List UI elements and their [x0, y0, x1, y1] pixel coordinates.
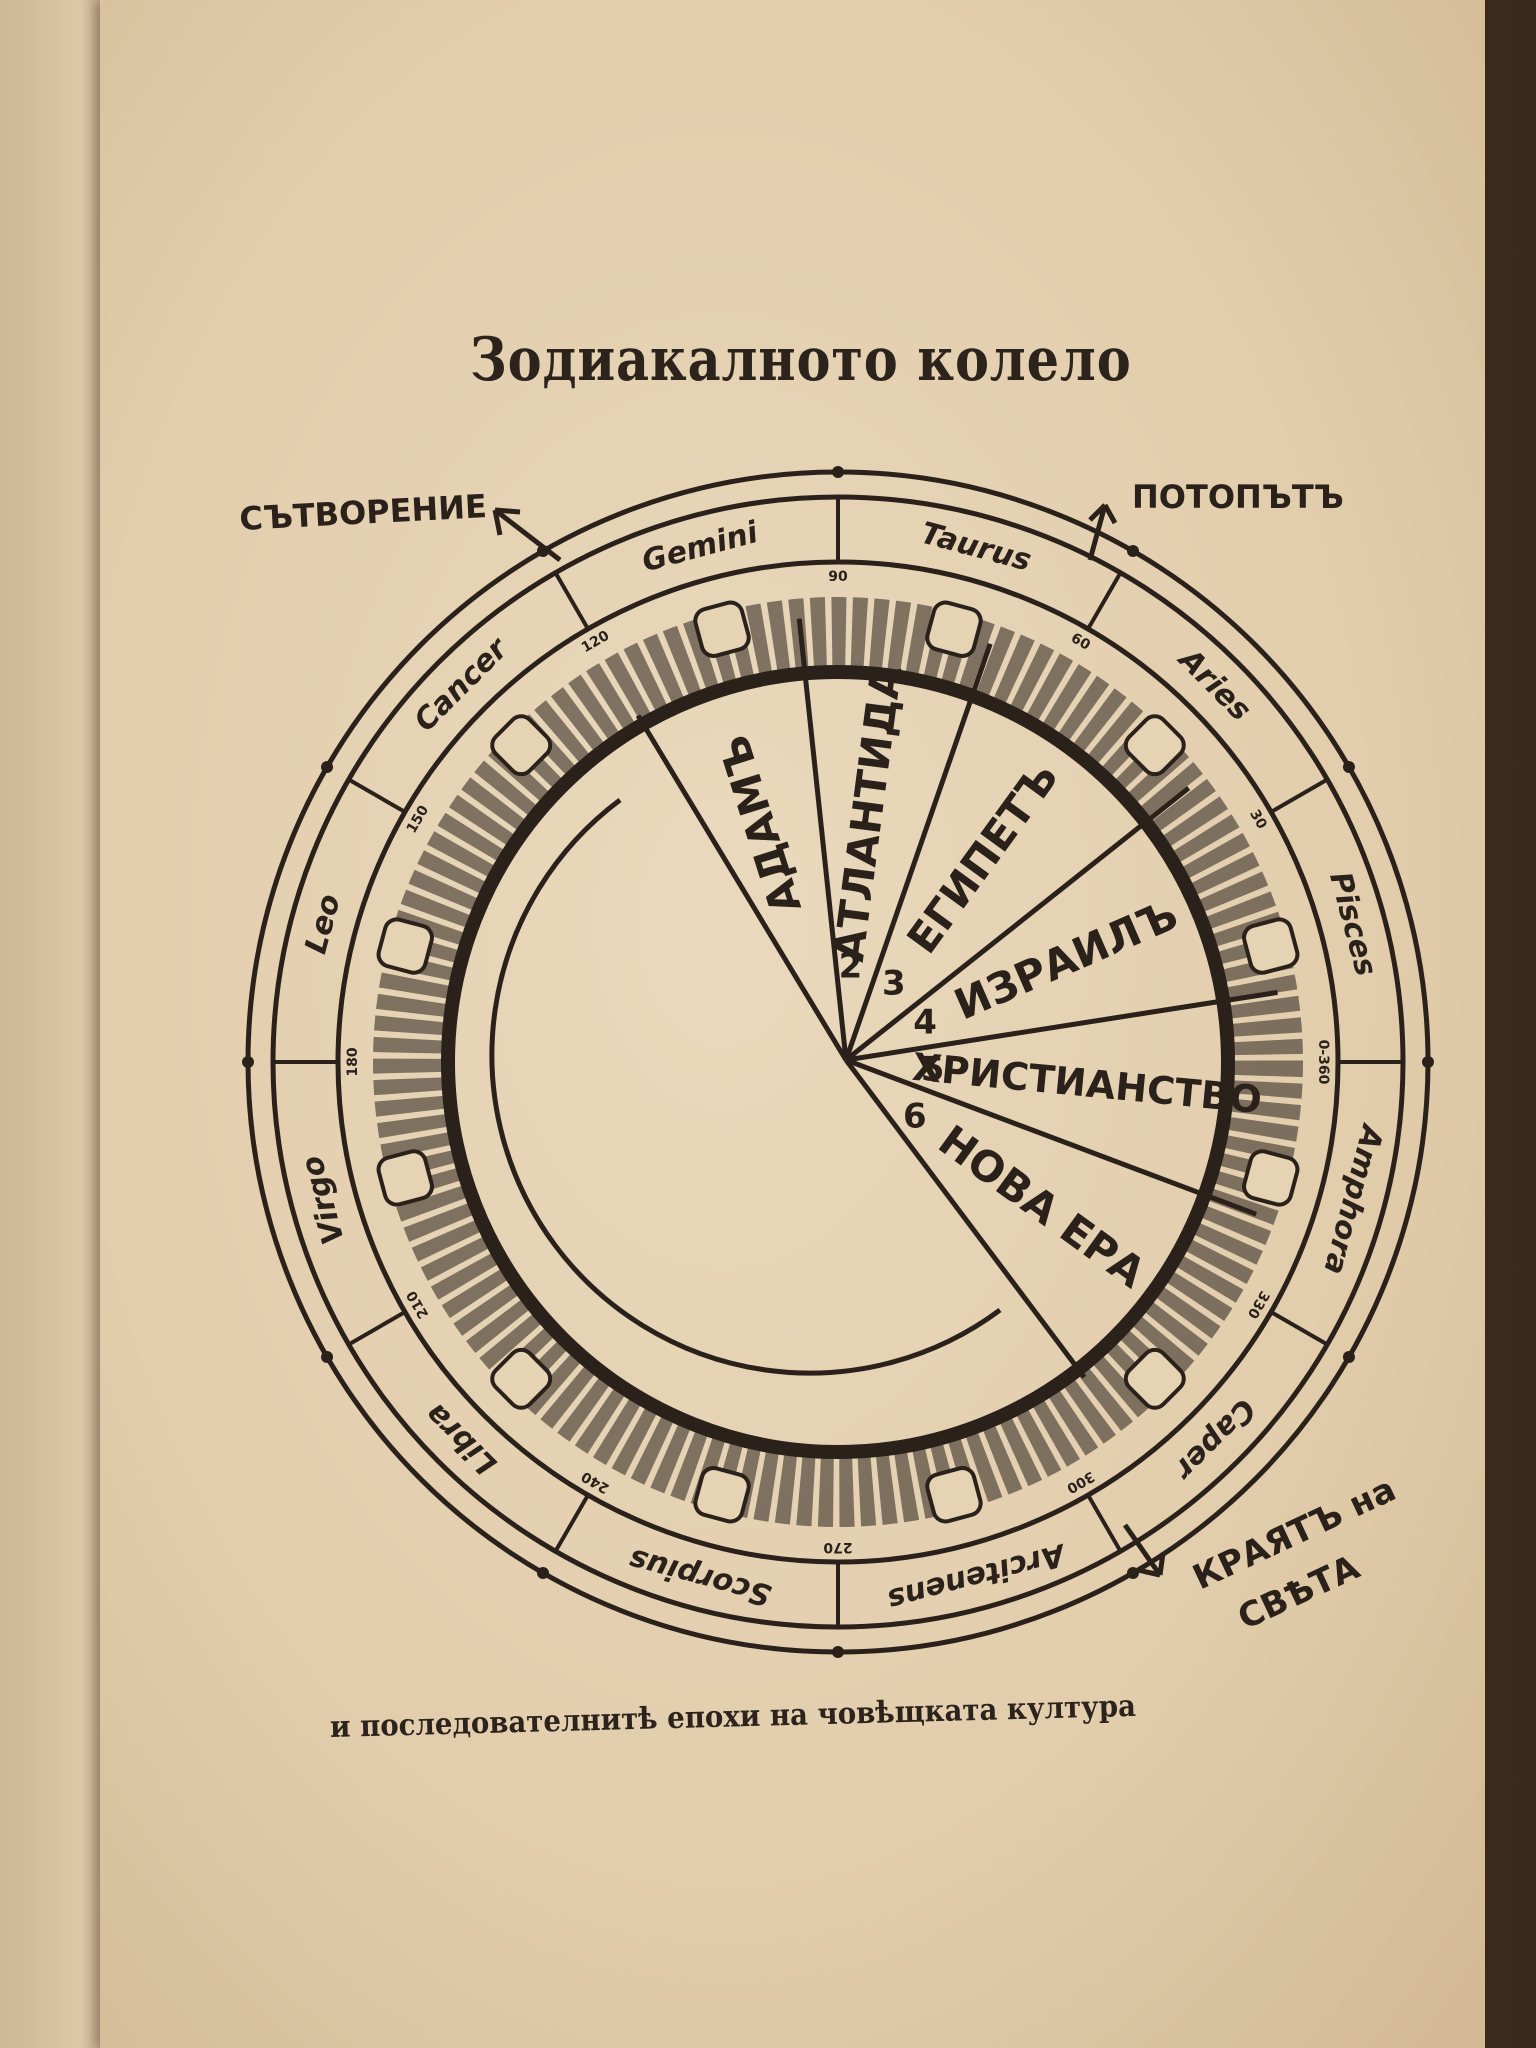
epoch-boundary-line: [635, 714, 849, 1062]
zodiac-name-aries: Aries: [1171, 641, 1258, 728]
epoch-number: 2: [839, 946, 863, 986]
end-arrow-icon: [1122, 1523, 1166, 1578]
degree-mark: 60: [1068, 630, 1093, 654]
zodiac-symbol-icon: [925, 1466, 983, 1524]
epoch-number: 5: [921, 1050, 945, 1090]
degree-mark: 90: [828, 569, 848, 585]
zodiac-symbol-icon: [693, 600, 751, 658]
arrow-head-icon: [1342, 761, 1355, 773]
arrow-head-icon: [1342, 1351, 1355, 1363]
zodiac-name-libra: Libra: [418, 1396, 504, 1482]
ring-divider: [1270, 1310, 1329, 1347]
epoch-boundary-line: [845, 989, 1278, 1063]
epoch-label: АТЛАНТИДА: [824, 663, 911, 965]
arrow-head-icon: [321, 1351, 334, 1363]
arrow-head-icon: [1127, 545, 1139, 558]
degree-mark: 0-360: [1315, 1040, 1331, 1085]
arrow-head-icon: [537, 1566, 549, 1579]
ring-divider: [1086, 571, 1123, 630]
zodiac-symbol-icon: [376, 917, 434, 975]
zodiac-symbol-icon: [1123, 1347, 1186, 1410]
zodiac-name-amphora: Amphora: [1316, 1120, 1390, 1279]
zodiac-symbol-icon: [490, 1347, 553, 1410]
zodiac-symbol-icon: [925, 600, 983, 658]
zodiac-symbol-icon: [1242, 917, 1300, 975]
epoch-boundary-line: [796, 618, 849, 1061]
zodiac-symbol-icon: [693, 1466, 751, 1524]
epoch-label: ЕГИПЕТЪ: [897, 754, 1067, 963]
zodiac-name-caper: Caper: [1166, 1392, 1262, 1488]
ring-divider: [347, 777, 406, 814]
arrow-head-icon: [832, 1646, 844, 1658]
epoch-boundary-line: [843, 643, 993, 1061]
zodiac-name-leo: Leo: [298, 891, 347, 958]
epoch-label: ИЗРАИЛЪ: [947, 890, 1185, 1030]
page-title: Зодиакалното колело: [470, 325, 1132, 395]
degree-mark: 180: [345, 1047, 361, 1076]
ring-divider: [553, 1494, 590, 1553]
zodiac-symbol-icon: [1242, 1149, 1300, 1207]
zodiac-name-cancer: Cancer: [408, 630, 517, 739]
zodiac-name-scorpius: Scorpius: [625, 1541, 775, 1613]
arrow-head-icon: [242, 1056, 254, 1068]
ring-divider: [1270, 777, 1329, 814]
epoch-boundary-line: [845, 1057, 1258, 1217]
adjacent-page-edge: [0, 0, 115, 2048]
symbol-band: [373, 597, 1303, 1527]
epoch-boundary-line: [844, 1058, 1087, 1379]
zodiac-symbol-icon: [490, 714, 553, 777]
epoch-number: 6: [903, 1096, 927, 1136]
ring-divider: [553, 571, 590, 630]
arrow-head-icon: [1422, 1056, 1434, 1068]
zodiac-symbol-icon: [1123, 714, 1186, 777]
epoch-label: НОВА ЕРА: [930, 1116, 1155, 1298]
arrow-head-icon: [321, 761, 334, 773]
arrow-head-icon: [1127, 1566, 1139, 1579]
degree-mark: 30: [1246, 807, 1270, 832]
epoch-boundary-line: [844, 786, 1191, 1062]
flood-arrow-icon: [1087, 503, 1118, 561]
arrow-head-icon: [832, 466, 844, 478]
epoch-number: 4: [913, 1003, 937, 1043]
ring-divider: [347, 1310, 406, 1347]
epoch-number: 3: [882, 964, 906, 1004]
creation-label: СЪТВОРЕНИЕ: [238, 487, 487, 538]
inner-arc: [489, 797, 1002, 1376]
degree-mark: 270: [823, 1539, 852, 1555]
ring-divider: [1086, 1494, 1123, 1553]
flood-label: ПОТОПЪТЪ: [1132, 478, 1344, 516]
name-ring-inner: [335, 559, 1341, 1565]
inner-band-edge: [441, 665, 1235, 1459]
zodiac-name-arcitenens: Arcitenens: [884, 1536, 1070, 1617]
epoch-label: АДАМЪ: [709, 730, 811, 920]
zodiac-name-virgo: Virgo: [295, 1152, 352, 1248]
epoch-label: ХРИСТИАНСТВО: [910, 1045, 1263, 1122]
creation-arrow-icon: [492, 507, 562, 562]
zodiac-symbol-icon: [376, 1149, 434, 1207]
